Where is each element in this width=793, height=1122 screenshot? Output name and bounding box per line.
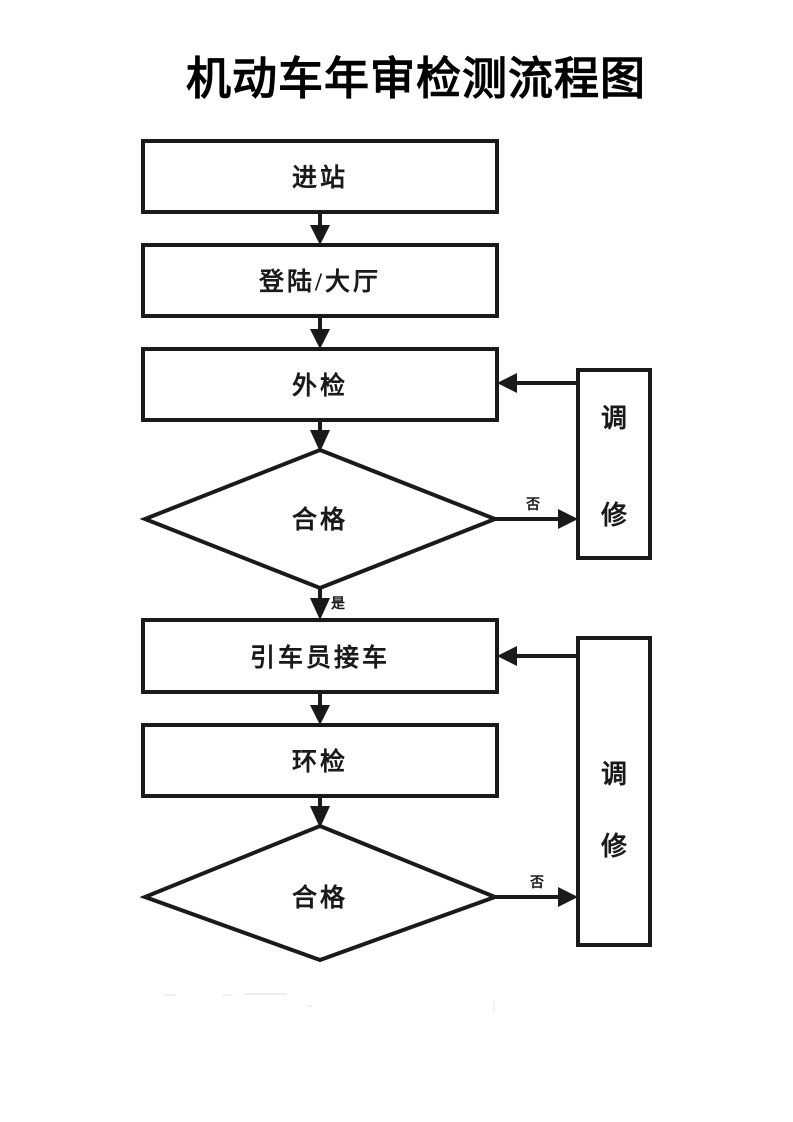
edge-enter-station-to-login-hall [310,212,330,245]
node-emission-check-label: 环检 [292,747,348,776]
decision-qualified-2-shape [139,823,501,963]
node-emission-check[interactable]: 环检 [141,723,499,798]
edge-label-yes-1: 是 [331,596,346,612]
node-enter-station[interactable]: 进站 [141,139,499,214]
decision-qualified-1-label: 合格 [292,505,348,534]
node-login-hall-label: 登陆/大厅 [258,267,381,296]
arrow-down-icon [310,329,330,349]
node-enter-station-shape [141,139,499,214]
decision-qualified-1[interactable]: 合格 [139,447,501,591]
node-repair-1-shape [576,368,652,560]
scan-artifact-marks [163,993,495,1012]
arrow-left-icon [497,646,517,666]
node-exterior-check-shape [141,347,499,422]
node-login-hall[interactable]: 登陆/大厅 [141,243,499,318]
edge-repair-2-to-guide-receive [497,646,578,666]
page-title: 机动车年审检测流程图 [186,53,646,104]
edge-login-hall-to-exterior-check [310,316,330,349]
node-repair-2-label-char-2: 修 [600,831,628,861]
arrow-down-icon [310,430,330,452]
node-exterior-check[interactable]: 外检 [141,347,499,422]
node-enter-station-label: 进站 [292,164,348,192]
node-repair-1[interactable]: 调 修 [576,368,652,560]
node-repair-2-label-char-1: 调 [601,760,627,789]
arrow-right-icon [558,509,578,529]
edge-label-no-2: 否 [529,875,544,891]
edge-guide-receive-to-emission-check [310,692,330,725]
arrow-down-icon [310,598,330,620]
edge-emission-check-to-qualified-2 [310,796,330,828]
arrow-down-icon [310,225,330,245]
node-repair-2-shape [576,636,652,947]
node-repair-1-label-char-2: 修 [600,500,628,530]
edge-qualified-1-yes-to-guide-receive: 是 [310,588,346,620]
edge-qualified-1-no-to-repair-1: 否 [495,497,578,529]
edge-qualified-2-no-to-repair-2: 否 [495,875,578,907]
arrow-down-icon [310,806,330,828]
node-login-hall-shape [141,243,499,318]
edge-exterior-check-to-qualified-1 [310,420,330,452]
edge-label-no-1: 否 [525,497,540,513]
arrow-down-icon [310,705,330,725]
node-guide-receive[interactable]: 引车员接车 [141,618,499,694]
edge-repair-1-to-exterior-check [497,373,578,393]
arrow-right-icon [558,887,578,907]
node-guide-receive-label: 引车员接车 [250,643,390,672]
arrow-left-icon [497,373,517,393]
node-repair-2[interactable]: 调 修 [576,636,652,947]
decision-qualified-2[interactable]: 合格 [139,823,501,963]
node-exterior-check-label: 外检 [292,371,348,400]
node-repair-1-label-char-1: 调 [601,404,627,433]
decision-qualified-2-label: 合格 [292,883,348,912]
